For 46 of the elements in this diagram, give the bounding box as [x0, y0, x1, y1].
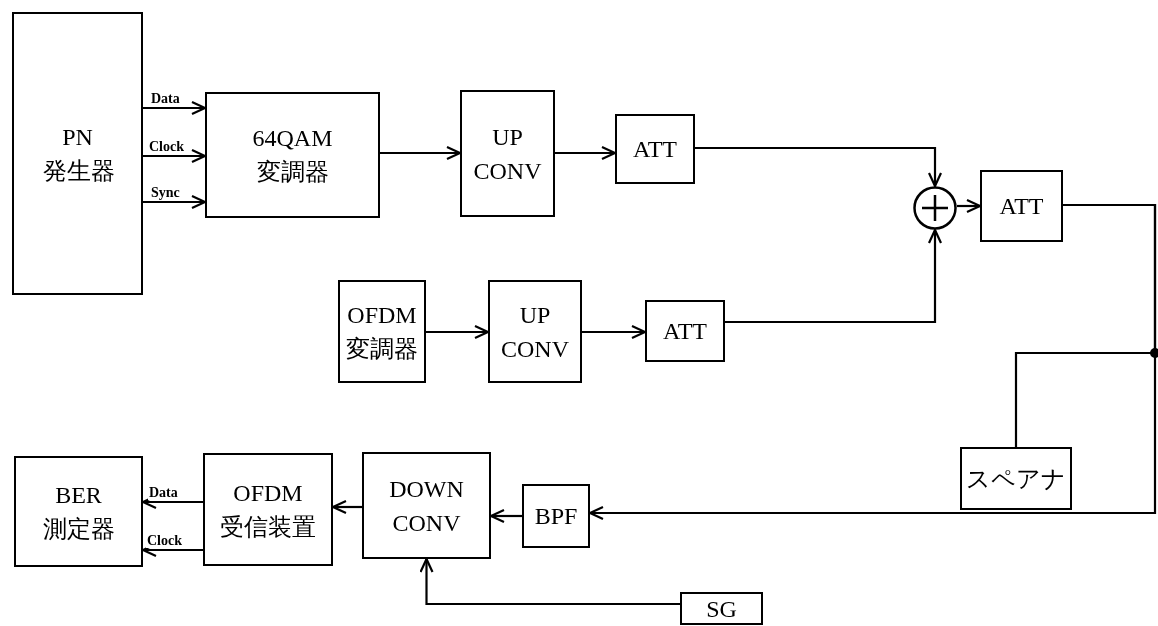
edge-label: Data	[148, 486, 179, 500]
arrow	[725, 228, 943, 324]
block-label: スペアナ	[966, 464, 1066, 494]
arrow	[957, 198, 982, 214]
block-label: DOWN CONV	[388, 474, 465, 538]
block-label: OFDM 受信装置	[219, 478, 317, 542]
block-label: BER 測定器	[41, 480, 116, 544]
block-box	[203, 453, 333, 566]
block-label: UP CONV	[500, 300, 570, 364]
arrow	[426, 324, 490, 340]
block-label: ATT	[999, 192, 1044, 221]
block-box	[362, 452, 491, 559]
block-box	[522, 484, 590, 548]
arrow	[695, 146, 943, 188]
edge-label: Clock	[148, 140, 185, 154]
arrow	[582, 324, 647, 340]
block-box	[14, 456, 143, 567]
edge-label: Sync	[150, 186, 181, 200]
block-label: 64QAM 変調器	[251, 124, 334, 187]
block-label: ATT	[663, 317, 707, 346]
arrow	[143, 194, 207, 210]
arrow	[143, 148, 207, 164]
block-box	[205, 92, 380, 218]
block-box	[338, 280, 426, 383]
block-box	[460, 90, 555, 217]
block-box	[12, 12, 143, 295]
edge-label: Data	[150, 92, 181, 106]
block-label: PN 発生器	[42, 122, 113, 186]
arrow	[380, 145, 462, 161]
block-box	[645, 300, 725, 362]
edge-label: Clock	[146, 534, 183, 548]
adder-circle	[913, 186, 957, 230]
block-box	[980, 170, 1063, 242]
block-label: ATT	[633, 135, 677, 164]
block-box	[488, 280, 582, 383]
block-box	[680, 592, 763, 625]
block-label: BPF	[534, 502, 578, 531]
block-box	[615, 114, 695, 184]
block-label: OFDM 変調器	[345, 300, 419, 364]
block-box	[960, 447, 1072, 510]
block-label: SG	[706, 594, 737, 624]
arrow	[555, 145, 617, 161]
connector-line	[1014, 203, 1157, 447]
block-label: UP CONV	[472, 122, 543, 186]
arrow	[143, 100, 207, 116]
arrow	[419, 557, 680, 606]
